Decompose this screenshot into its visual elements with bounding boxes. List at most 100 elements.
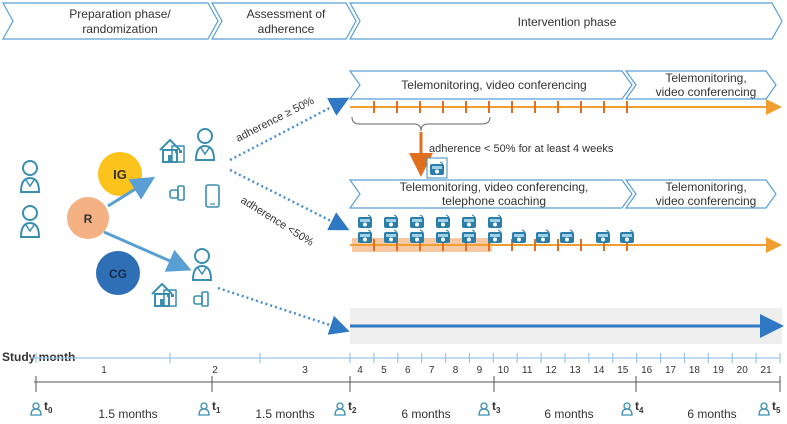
timepoint-icon [198,402,210,416]
phone-icon [409,214,425,229]
house-icon-cg [151,283,177,307]
phase-assessment-label-2: adherence [258,22,315,36]
duration-label: 6 months [687,407,736,421]
month-label: 17 [665,365,677,376]
arm-top-label-a: Telemonitoring, video conferencing [401,78,586,92]
month-label: 15 [617,365,629,376]
timepoint-label: t5 [772,399,781,415]
arm-top-label-b-1: Telemonitoring, [665,71,746,85]
month-label: 1 [101,365,107,376]
arm-mid-label-a-2: telephone coaching [442,194,546,208]
month-label: 19 [713,365,725,376]
r-to-ig-arrow [107,176,156,208]
timepoint-icon [758,402,770,416]
month-label: 3 [302,365,308,376]
month-label: 8 [453,365,459,376]
duration-labels: 1.5 months 1.5 months 6 months 6 months 6 mo… [98,407,736,421]
tablet-icon [205,184,220,208]
month-label: 12 [546,365,558,376]
phase-assessment-chevron [210,2,357,40]
phone-icon [619,229,635,244]
patient-icon-cg [192,248,212,281]
phase-assessment-label-1: Assessment of [247,7,326,21]
timepoint-label: t4 [635,399,644,415]
month-label: 4 [357,365,363,376]
first-four-weeks-brace [351,116,491,132]
inhaler-icon-cg [193,291,209,307]
month-label: 5 [381,365,387,376]
timepoint-icon [30,402,42,416]
arm-mid-chevron-b [624,179,777,209]
duration-label: 6 months [401,407,450,421]
arm-mid-chevron-a [348,179,633,209]
duration-label: 1.5 months [255,407,314,421]
switch-label: adherence < 50% for at least 4 weeks [429,143,614,155]
month-label: 18 [689,365,701,376]
t-points: t0 t1 t2 t3 t4 t5 [30,399,781,416]
timepoint-icon [621,402,633,416]
ig-label: IG [113,167,127,182]
arm-top-label-b-2: video conferencing [656,85,757,99]
arm-high-adherence: Telemonitoring, video conferencing Telem… [348,70,782,179]
timepoint-label: t2 [348,399,357,415]
timepoint-label: t1 [212,399,221,415]
patient-icon [20,205,40,238]
patient-icon-ig [195,128,215,161]
phone-icon [487,214,503,229]
arm-mid-label-b-2: video conferencing [656,194,757,208]
duration-label: 1.5 months [98,407,157,421]
arm-low-adherence: Telemonitoring, video conferencing, tele… [348,179,782,253]
cg-label: CG [109,267,127,281]
phone-icon [383,229,399,244]
adherence-branches: adherence ≥ 50% adherence <50% [217,95,350,335]
phone-icon [595,229,611,244]
phase-preparation-label-1: Preparation phase/ [69,7,171,21]
doctor-icon [20,160,40,193]
month-label: 11 [522,365,533,376]
duration-label: 6 months [544,407,593,421]
timepoint-label: t0 [44,399,53,415]
phase-header: Preparation phase/ randomization Assessm… [1,2,783,40]
timepoint-label: t3 [492,399,501,415]
month-label: 2 [212,365,218,376]
phone-icon [461,229,477,244]
phone-icon [511,229,527,244]
phase-preparation-label-2: randomization [82,22,157,36]
arm-top-chevron-a [348,70,633,100]
month-label: 7 [429,365,435,376]
study-month-label: Study month [2,350,75,364]
low-adherence-label: adherence <50% [238,194,315,249]
arm-top-ticks [373,101,628,113]
inhaler-icon [169,185,185,201]
phase-preparation-chevron [1,2,219,40]
house-icon [159,139,185,163]
r-circle [67,197,109,239]
month-label: 9 [477,365,483,376]
cg-arrow [217,286,350,335]
duration-ticks [35,376,781,392]
r-to-cg-arrow [103,230,192,272]
phase-intervention-chevron [348,2,783,40]
month-label: 13 [569,365,581,376]
timepoint-icon [478,402,490,416]
phone-icon [357,229,373,244]
cg-circle [96,251,140,295]
phone-icon [409,229,425,244]
month-label: 20 [737,365,749,376]
phone-icon [435,229,451,244]
month-label: 10 [498,365,510,376]
participant-groups: IG R CG [20,128,220,307]
month-label: 14 [593,365,605,376]
phone-icon [383,214,399,229]
arm-mid-label-b-1: Telemonitoring, [665,180,746,194]
arm-mid-label-a-1: Telemonitoring, video conferencing, [400,180,589,194]
phone-icon [487,229,503,244]
phone-icon [357,214,373,229]
phone-icon [435,214,451,229]
month-label: 16 [641,365,653,376]
arm-control [350,308,784,344]
phone-icon [535,229,551,244]
phone-icon [461,214,477,229]
phone-icon [559,229,575,244]
